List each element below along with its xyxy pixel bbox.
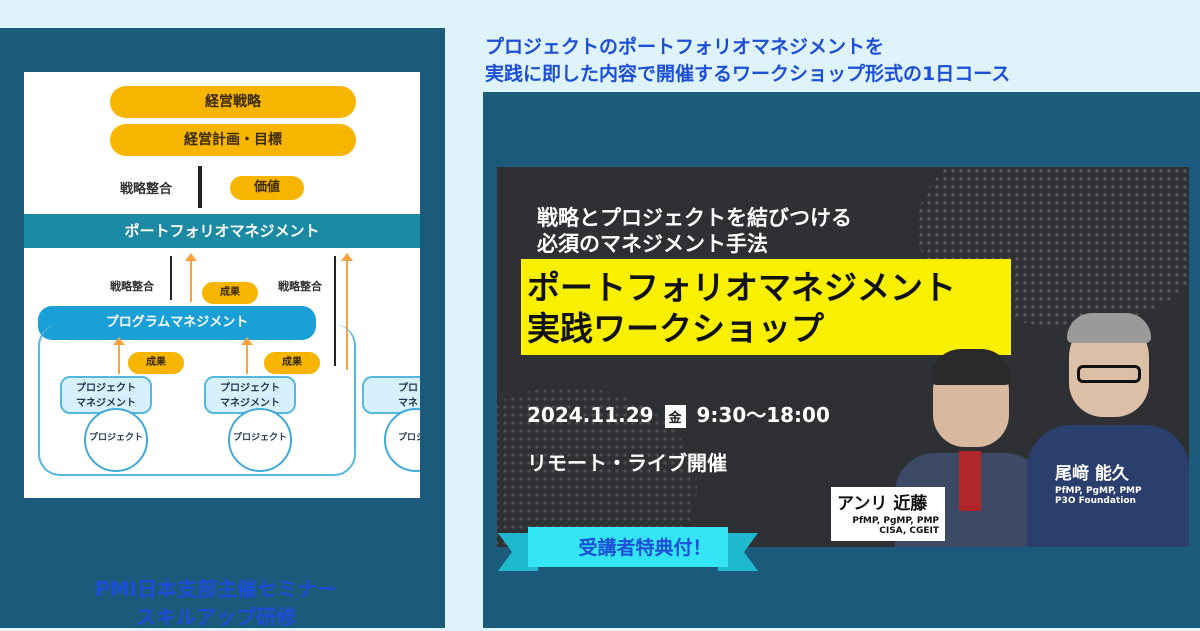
pm-box-1-line2: マネジメント	[76, 398, 136, 409]
title-highlight	[521, 259, 1011, 355]
banner-subtitle: 戦略とプロジェクトを結びつける 必須のマネジメント手法	[537, 205, 852, 257]
value-pill: 価値	[230, 176, 304, 200]
speaker-2-creds-line1: PfMP, PgMP, PMP	[1055, 486, 1142, 496]
result-pill-top: 成果	[202, 282, 258, 304]
project-circle-3: プロジェ	[384, 408, 420, 472]
speaker-1-name: アンリ 近藤	[837, 494, 928, 514]
speaker-2-creds-line2: P3O Foundation	[1055, 496, 1136, 506]
speaker-2-glasses	[1077, 365, 1141, 383]
event-mode: リモート・ライブ開催	[527, 451, 727, 475]
double-arrow-top	[198, 166, 202, 208]
course-description: プロジェクトのポートフォリオマネジメントを 実践に即した内容で開催するワークショ…	[485, 34, 1185, 88]
speaker-2-hair	[1067, 313, 1151, 343]
alignment-label-right: 戦略整合	[278, 280, 322, 293]
pm-box-3-line1: プロ	[398, 383, 418, 394]
seminar-footer-line2: スキルアップ研修	[136, 605, 296, 629]
program-frame	[38, 324, 356, 476]
event-datetime: 2024.11.29 金 9:30〜18:00	[527, 399, 830, 428]
event-time: 9:30〜18:00	[696, 403, 830, 427]
portfolio-diagram: 経営戦略 経営計画・目標 戦略整合 価値 ポートフォリオマネジメント 戦略整合 …	[24, 72, 420, 498]
course-description-line1: プロジェクトのポートフォリオマネジメントを	[485, 36, 885, 58]
banner-title-line2: 実践ワークショップ	[527, 309, 824, 348]
speaker-2-card: 尾﨑 能久 PfMP, PgMP, PMP P3O Foundation	[1049, 457, 1189, 519]
speaker-1-hair	[931, 349, 1011, 385]
speaker-1-card: アンリ 近藤 PfMP, PgMP, PMP CISA, CGEIT	[831, 487, 945, 541]
bonus-ribbon-label: 受講者特典付！	[578, 537, 712, 559]
speaker-2-name: 尾﨑 能久	[1055, 464, 1129, 484]
banner-title: ポートフォリオマネジメント 実践ワークショップ	[527, 267, 956, 349]
banner-subtitle-line1: 戦略とプロジェクトを結びつける	[537, 206, 852, 230]
result-arrow-right	[341, 253, 353, 370]
alignment-label-top: 戦略整合	[120, 182, 173, 197]
speaker-1-creds-line2: CISA, CGEIT	[879, 526, 939, 536]
banner-subtitle-line2: 必須のマネジメント手法	[537, 232, 768, 256]
program-bar: プログラムマネジメント	[38, 306, 316, 340]
seminar-footer: PMI日本支部主催セミナー スキルアップ研修	[26, 575, 406, 631]
event-date: 2024.11.29	[527, 403, 654, 427]
result-pill-1: 成果	[128, 352, 184, 374]
pm-box-3-line2: マネ	[398, 398, 418, 409]
speaker-2-suit	[1027, 425, 1189, 547]
project-circle-1: プロジェクト	[84, 408, 148, 472]
banner-title-line1: ポートフォリオマネジメント	[527, 268, 956, 307]
project-circle-2: プロジェクト	[228, 408, 292, 472]
plan-pill: 経営計画・目標	[110, 124, 356, 156]
pm-box-2-line2: マネジメント	[220, 398, 280, 409]
portfolio-bar: ポートフォリオマネジメント	[24, 214, 420, 248]
result-arrow-top	[185, 253, 197, 302]
alignment-label-left: 戦略整合	[110, 280, 154, 293]
event-weekday-badge: 金	[664, 405, 686, 428]
speaker-1-tie	[959, 451, 981, 511]
strategy-pill: 経営戦略	[110, 86, 356, 118]
event-banner: 戦略とプロジェクトを結びつける 必須のマネジメント手法 ポートフォリオマネジメン…	[497, 167, 1189, 547]
speaker-2-photo	[1027, 313, 1189, 547]
result-pill-2: 成果	[264, 352, 320, 374]
bonus-ribbon	[498, 527, 758, 571]
pm-box-1-line1: プロジェクト	[76, 383, 136, 394]
pm-box-2-line1: プロジェクト	[220, 383, 280, 394]
speaker-1-creds-line1: PfMP, PgMP, PMP	[852, 516, 939, 526]
pm-box-3: プロ マネ	[362, 376, 420, 414]
course-description-line2: 実践に即した内容で開催するワークショップ形式の1日コース	[485, 63, 1011, 85]
result-arrow-2	[241, 337, 253, 374]
pm-box-2: プロジェクト マネジメント	[204, 376, 296, 414]
arrow-left	[170, 256, 172, 300]
arrow-right	[334, 256, 336, 366]
result-arrow-1	[113, 337, 125, 374]
seminar-footer-line1: PMI日本支部主催セミナー	[94, 577, 337, 601]
